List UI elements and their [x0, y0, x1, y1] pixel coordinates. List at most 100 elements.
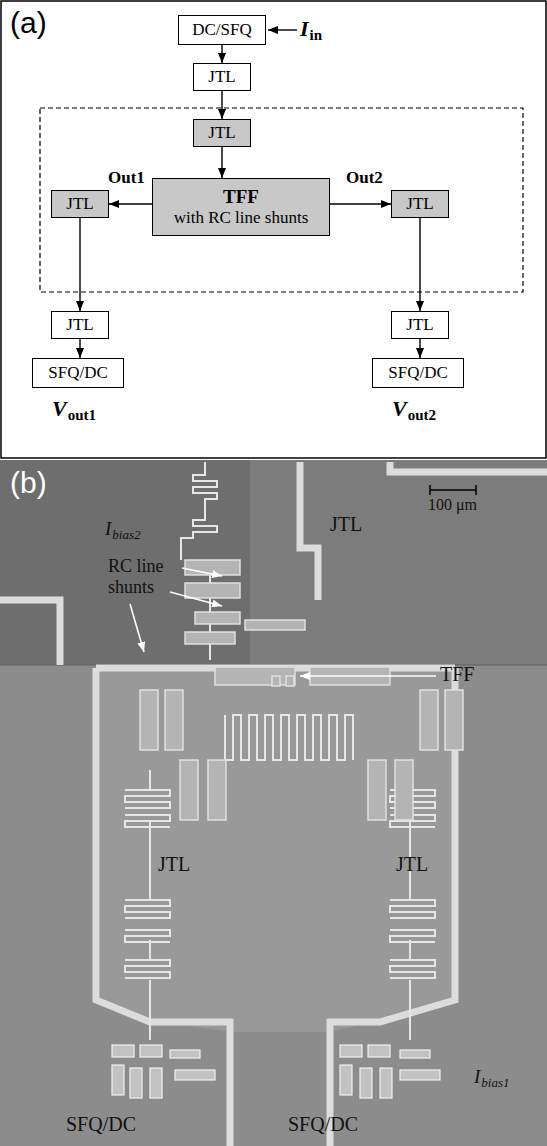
panel-a-frame — [1, 1, 546, 458]
signal-arrow — [419, 339, 420, 358]
block-label: TFF — [223, 186, 259, 208]
figure-label: JTL — [396, 853, 428, 876]
signal-arrow — [109, 203, 152, 204]
micrograph — [0, 600, 60, 665]
micrograph — [429, 485, 431, 495]
micrograph — [340, 1045, 362, 1057]
micrograph — [215, 667, 295, 685]
block-label: JTL — [208, 67, 235, 87]
figure-label: RC line shunts — [108, 556, 180, 597]
micrograph — [380, 1068, 392, 1098]
output-label: Out1 — [108, 168, 145, 188]
micrograph — [112, 1045, 440, 1098]
micrograph — [125, 960, 170, 978]
micrograph — [368, 760, 386, 820]
signal-arrow — [79, 339, 80, 358]
micrograph — [125, 462, 435, 1040]
signal-arrow — [221, 147, 222, 178]
figure-label: (b) — [10, 466, 47, 501]
block-box: JTL — [391, 190, 449, 218]
micrograph — [170, 1050, 200, 1058]
micrograph — [149, 770, 151, 1040]
block-box: JTL — [51, 311, 109, 339]
micrograph — [130, 604, 144, 652]
panel-a-frame — [40, 108, 523, 292]
micrograph — [180, 760, 198, 820]
block-box: JTL — [51, 190, 109, 218]
subscript-label: out1 — [68, 407, 96, 424]
micrograph — [96, 668, 230, 1146]
micrograph — [286, 676, 294, 686]
micrograph — [390, 900, 435, 918]
figure-label: V — [392, 396, 407, 421]
block-box: SFQ/DC — [372, 358, 464, 388]
micrograph — [300, 462, 318, 600]
micrograph — [125, 900, 170, 918]
micrograph — [125, 930, 170, 942]
micrograph — [100, 668, 452, 1032]
micrograph — [400, 1070, 440, 1080]
micrograph — [208, 760, 226, 820]
signal-arrow — [419, 218, 420, 311]
signal-arrow — [79, 218, 80, 311]
micrograph — [300, 675, 436, 677]
micrograph — [175, 1070, 215, 1080]
micrograph — [130, 568, 436, 676]
panel-a-frame — [1, 1, 546, 458]
micrograph — [250, 460, 547, 665]
micrograph — [390, 462, 547, 472]
block-label: SFQ/DC — [388, 363, 448, 383]
micrograph — [430, 489, 476, 491]
micrograph — [150, 1068, 162, 1098]
micrograph — [368, 1045, 390, 1057]
micrograph — [112, 1065, 124, 1095]
block-box: TFFwith RC line shunts — [152, 178, 330, 236]
micrograph — [0, 460, 547, 1146]
subscript-label: bias1 — [481, 1076, 509, 1091]
figure-label: (a) — [10, 6, 47, 41]
figure-label: TFF — [440, 663, 474, 686]
figure-label: 100 μm — [428, 496, 477, 514]
micrograph — [390, 960, 435, 978]
block-label: JTL — [208, 123, 235, 143]
figure-label: JTL — [158, 853, 190, 876]
micrograph — [245, 620, 305, 630]
micrograph — [420, 690, 438, 750]
micrograph — [185, 632, 235, 644]
micrograph — [195, 612, 240, 624]
micrograph — [390, 930, 435, 942]
figure-label: V — [52, 396, 67, 421]
figure-label: SFQ/DC — [66, 1113, 136, 1136]
micrograph — [185, 583, 240, 598]
micrograph — [330, 668, 455, 1146]
figure-label: I — [105, 518, 111, 540]
micrograph — [125, 815, 170, 827]
subscript-label: bias2 — [112, 528, 140, 543]
micrograph — [340, 1065, 352, 1095]
micrograph — [170, 592, 222, 606]
figure-label: I — [474, 1066, 480, 1088]
block-label: JTL — [406, 194, 433, 214]
micrograph — [182, 568, 222, 576]
figure-label: I — [300, 16, 309, 41]
micrograph — [181, 462, 217, 560]
figure-label: SFQ/DC — [288, 1113, 358, 1136]
block-box: SFQ/DC — [32, 358, 124, 388]
micrograph — [445, 690, 463, 750]
signal-arrow — [221, 45, 222, 63]
block-label: DC/SFQ — [192, 20, 252, 40]
block-label: JTL — [406, 315, 433, 335]
micrograph — [185, 560, 240, 575]
micrograph — [272, 676, 280, 686]
micrograph — [430, 485, 476, 495]
micrograph — [112, 1045, 134, 1057]
block-box: JTL — [391, 311, 449, 339]
figure-label: JTL — [330, 513, 362, 536]
block-label: SFQ/DC — [48, 363, 108, 383]
block-label: JTL — [66, 194, 93, 214]
micrograph — [395, 760, 413, 820]
output-label: Out2 — [346, 168, 383, 188]
block-box: DC/SFQ — [178, 15, 266, 45]
